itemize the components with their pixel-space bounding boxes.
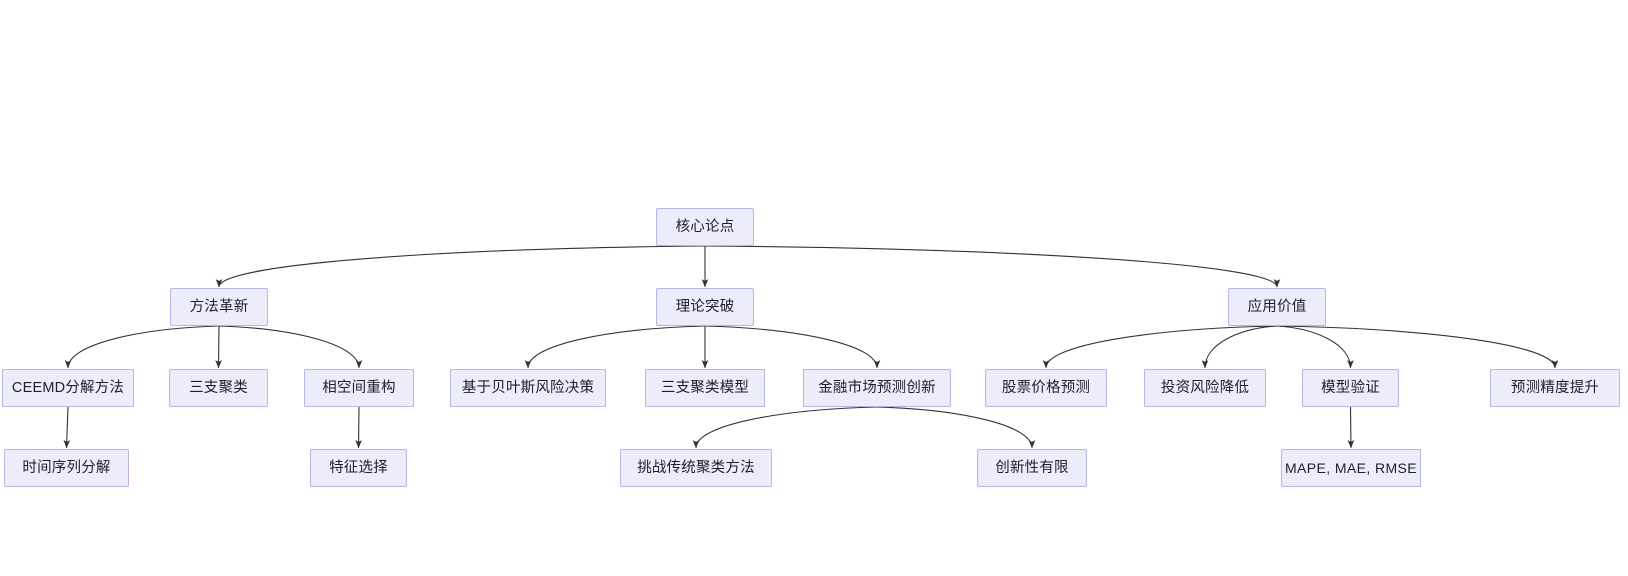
node-label: 相空间重构 [322, 379, 396, 396]
node-label: 预测精度提升 [1510, 379, 1600, 396]
node-l2-a1[interactable]: CEEMD分解方法 [2, 369, 134, 407]
node-label: 模型验证 [1321, 379, 1380, 396]
node-l2-c2[interactable]: 投资风险降低 [1144, 369, 1266, 407]
node-l3-c1[interactable]: MAPE, MAE, RMSE [1281, 449, 1421, 487]
node-l3-b2[interactable]: 创新性有限 [977, 449, 1087, 487]
node-label: CEEMD分解方法 [11, 379, 125, 396]
edge-l1-a-to-l2-a3 [218, 325, 363, 369]
node-l2-b2[interactable]: 三支聚类模型 [645, 369, 765, 407]
node-l3-b1[interactable]: 挑战传统聚类方法 [620, 449, 772, 487]
node-l3-a2[interactable]: 特征选择 [310, 449, 407, 487]
node-label: MAPE, MAE, RMSE [1284, 460, 1418, 476]
edge-l2-a3-to-l3-a2 [355, 406, 362, 449]
edge-l1-a-to-l2-a1 [64, 325, 220, 369]
node-label: 特征选择 [329, 459, 388, 476]
node-label: 基于贝叶斯风险决策 [461, 379, 595, 396]
node-l2-c1[interactable]: 股票价格预测 [985, 369, 1107, 407]
node-label: 理论突破 [675, 298, 735, 315]
node-l1-a[interactable]: 方法革新 [170, 288, 268, 326]
node-l2-b3[interactable]: 金融市场预测创新 [803, 369, 951, 407]
node-label: 创新性有限 [995, 459, 1069, 476]
node-label: 挑战传统聚类方法 [637, 459, 755, 476]
node-label: 三支聚类 [189, 379, 248, 396]
edge-l1-c-to-l2-c3 [1276, 325, 1354, 369]
edge-l2-b3-to-l3-b2 [876, 406, 1036, 449]
node-l2-b1[interactable]: 基于贝叶斯风险决策 [450, 369, 606, 407]
node-l2-a3[interactable]: 相空间重构 [304, 369, 414, 407]
node-l1-c[interactable]: 应用价值 [1228, 288, 1326, 326]
edge-l1-b-to-l2-b3 [704, 325, 881, 369]
node-label: 金融市场预测创新 [818, 379, 936, 396]
edge-l1-c-to-l2-c2 [1201, 325, 1278, 369]
node-label: 方法革新 [189, 298, 249, 315]
node-l3-a1[interactable]: 时间序列分解 [4, 449, 129, 487]
edge-l1-c-to-l2-c4 [1276, 325, 1559, 369]
node-label: 股票价格预测 [1001, 379, 1091, 396]
node-label: 应用价值 [1247, 298, 1307, 315]
edge-root-to-l1-c [704, 245, 1281, 288]
edge-l2-b3-to-l3-b1 [692, 406, 878, 449]
node-root[interactable]: 核心论点 [656, 208, 754, 246]
node-l2-c3[interactable]: 模型验证 [1302, 369, 1399, 407]
edge-l2-c3-to-l3-c1 [1347, 406, 1355, 449]
node-l2-a2[interactable]: 三支聚类 [169, 369, 268, 407]
node-l1-b[interactable]: 理论突破 [656, 288, 754, 326]
node-label: 投资风险降低 [1160, 379, 1250, 396]
node-l2-c4[interactable]: 预测精度提升 [1490, 369, 1620, 407]
edge-l2-a1-to-l3-a1 [63, 406, 71, 449]
edge-l1-a-to-l2-a2 [215, 325, 222, 369]
node-label: 时间序列分解 [22, 459, 111, 476]
node-label: 三支聚类模型 [660, 379, 750, 396]
edge-l1-c-to-l2-c1 [1042, 325, 1278, 369]
edge-root-to-l1-a [215, 245, 706, 288]
edge-l1-b-to-l2-b1 [524, 325, 706, 369]
node-label: 核心论点 [675, 218, 735, 235]
